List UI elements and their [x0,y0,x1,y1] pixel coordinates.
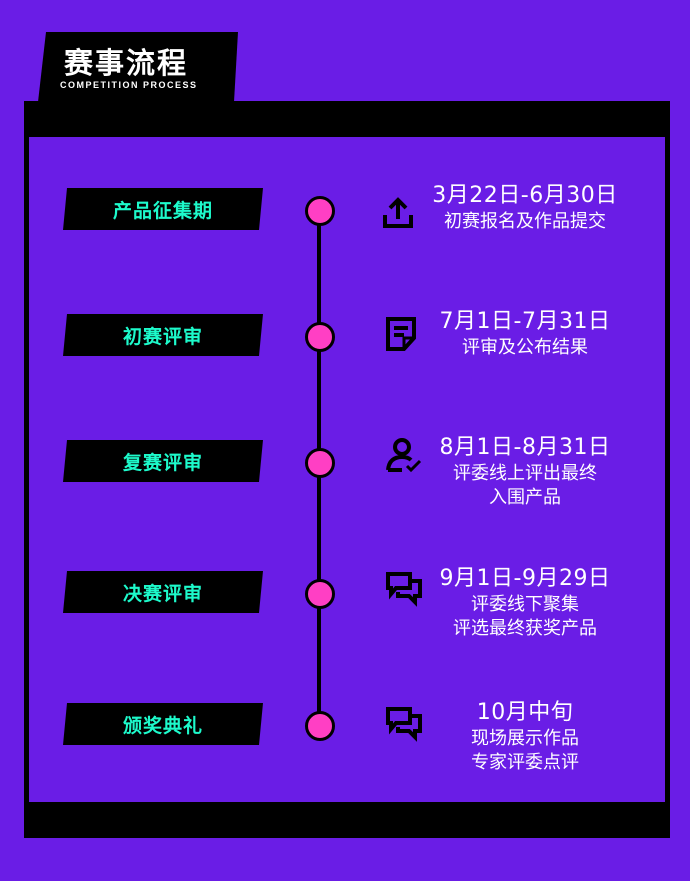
timeline-dot [305,196,335,226]
user-check-icon [384,436,424,476]
stage-desc: 入围产品 [489,487,561,508]
stage-date: 3月22日-6月30日 [432,183,618,208]
stage-desc: 评委线上评出最终 [453,463,597,484]
stage-desc: 评审及公布结果 [462,337,588,358]
stage-label-text: 复赛评审 [122,451,203,474]
chat-icon [384,568,424,608]
stage-date: 7月1日-7月31日 [439,309,611,334]
stage-desc: 初赛报名及作品提交 [444,211,606,232]
stage-label-semifinal: 复赛评审 [63,440,263,482]
upload-icon [378,193,418,233]
stage-info: 7月1日-7月31日 评审及公布结果 [405,308,645,360]
stage-label-final: 决赛评审 [63,571,263,613]
stage-info: 9月1日-9月29日 评委线下聚集 评选最终获奖产品 [405,565,645,641]
stage-info: 8月1日-8月31日 评委线上评出最终 入围产品 [405,434,645,510]
stage-label-ceremony: 颁奖典礼 [63,703,263,745]
stage-desc: 专家评委点评 [471,752,579,773]
timeline-dot [305,448,335,478]
document-icon [382,314,422,354]
stage-label-text: 产品征集期 [112,199,213,222]
stage-desc: 评委线下聚集 [471,594,579,615]
stage-label-text: 初赛评审 [122,325,203,348]
stage-label-text: 颁奖典礼 [122,714,203,737]
stage-date: 10月中旬 [476,700,574,725]
stage-date: 8月1日-8月31日 [439,435,611,460]
stage-info: 3月22日-6月30日 初赛报名及作品提交 [405,182,645,234]
chat-icon [384,703,424,743]
stage-label-preliminary: 初赛评审 [63,314,263,356]
page-title: 赛事流程 [64,46,189,80]
stage-info: 10月中旬 现场展示作品 专家评委点评 [405,699,645,775]
stage-label-collection: 产品征集期 [63,188,263,230]
page-subtitle: COMPETITION PROCESS [60,80,198,90]
timeline-dot [305,322,335,352]
timeline-dot [305,579,335,609]
title-tab [38,32,238,102]
stage-label-text: 决赛评审 [122,582,203,605]
stage-date: 9月1日-9月29日 [439,566,611,591]
stage-desc: 评选最终获奖产品 [453,618,597,639]
stage-desc: 现场展示作品 [471,728,579,749]
timeline-dot [305,711,335,741]
